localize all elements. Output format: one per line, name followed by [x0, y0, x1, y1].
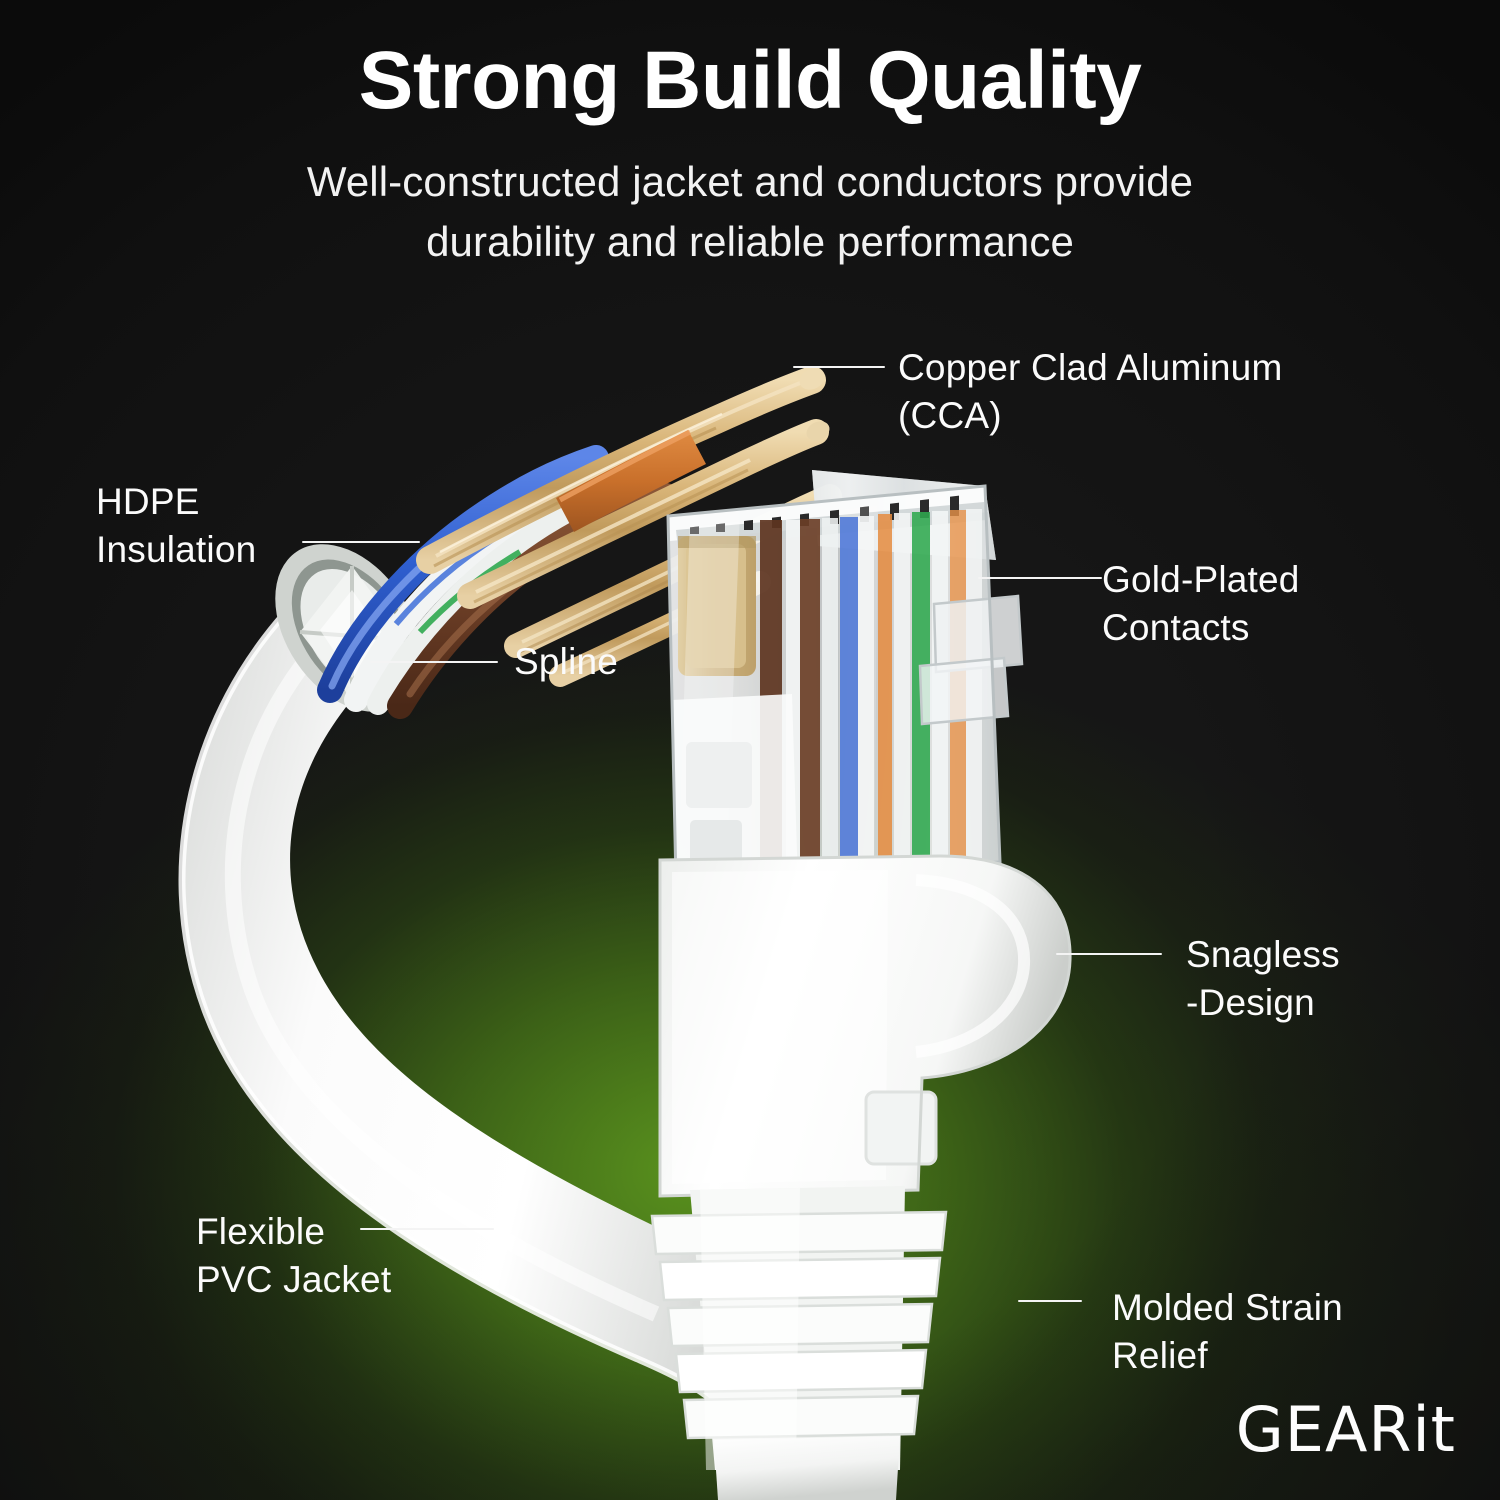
callout-molded-strain-relief: Molded Strain Relief: [1112, 1284, 1492, 1380]
callout-pvc-line-2: PVC Jacket: [196, 1259, 392, 1301]
leader-line-spline: [370, 661, 498, 663]
callout-copper-clad-aluminum: Copper Clad Aluminum (CCA): [898, 344, 1418, 440]
subtitle-line-2: durability and reliable performance: [426, 217, 1074, 265]
callout-spline-line-1: Spline: [514, 641, 619, 682]
callout-snagless-line-1: Snagless: [1186, 934, 1340, 975]
snagless-boot: [658, 854, 1072, 1198]
molded-strain-relief: [650, 1186, 948, 1500]
callout-hdpe-insulation: HDPE Insulation: [96, 478, 426, 574]
leader-line-snagless: [1056, 953, 1162, 955]
callout-cca-line-1: Copper Clad Aluminum: [898, 347, 1283, 388]
leader-line-cca: [793, 366, 885, 368]
rj45-connector: [666, 470, 1024, 884]
callout-hdpe-line-1: HDPE: [96, 481, 200, 522]
callout-pvc-line-1: Flexible: [196, 1211, 326, 1252]
callout-spline: Spline: [514, 638, 774, 686]
leader-line-gold-plated: [978, 577, 1102, 579]
callout-gold-line-1: Gold-Plated: [1102, 559, 1300, 600]
page-title: Strong Build Quality: [358, 35, 1142, 126]
page-subtitle: Well-constructed jacket and conductors p…: [205, 152, 1295, 271]
callout-flexible-pvc-jacket: Flexible PVC Jacket: [196, 1208, 526, 1304]
brand-logo-text: GEARit: [1235, 1393, 1456, 1466]
callout-hdpe-line-2: Insulation: [96, 529, 257, 571]
gold-plated-contacts: [678, 494, 959, 676]
brand-logo: GEARit: [1236, 1393, 1456, 1466]
subtitle-line-1: Well-constructed jacket and conductors p…: [306, 158, 1194, 205]
callout-snagless-design: Snagless -Design: [1186, 931, 1500, 1027]
rj45-latch-clip: [918, 594, 1024, 726]
callout-gold-line-2: Contacts: [1102, 607, 1250, 649]
callout-strain-line-2: Relief: [1112, 1335, 1208, 1377]
callout-gold-plated-contacts: Gold-Plated Contacts: [1102, 556, 1462, 652]
orange-wire-segment: [556, 430, 706, 532]
leader-line-strain-relief: [1018, 1300, 1082, 1302]
callout-cca-line-2: (CCA): [898, 395, 1002, 437]
leader-line-pvc: [360, 1228, 494, 1230]
leader-line-hdpe: [302, 541, 420, 543]
callout-snagless-line-2: -Design: [1186, 982, 1315, 1024]
callout-strain-line-1: Molded Strain: [1112, 1287, 1343, 1328]
